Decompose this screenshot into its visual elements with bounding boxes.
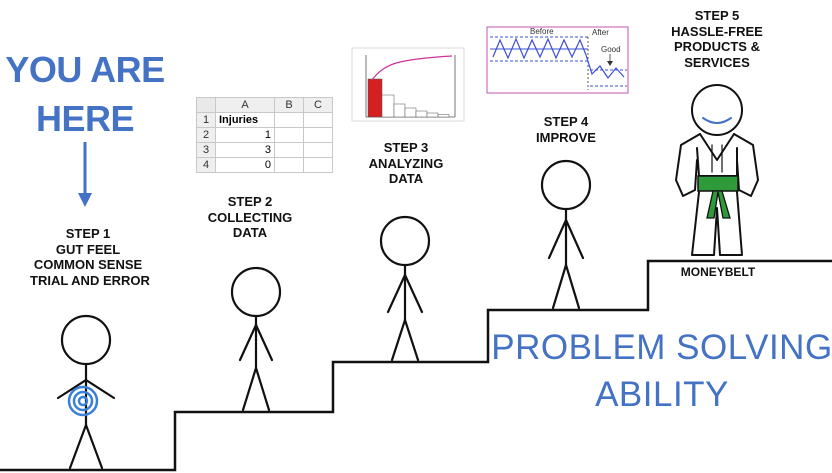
staircase: [0, 259, 832, 472]
control-chart-thumbnail: [486, 26, 629, 94]
column-header: B: [274, 97, 304, 113]
step2-label: STEP 2 COLLECTING DATA: [200, 194, 300, 241]
step4-title: STEP 4: [543, 114, 589, 129]
row-header: 3: [196, 142, 216, 158]
column-header: A: [215, 97, 275, 113]
step1-label: STEP 1 GUT FEEL COMMON SENSE TRIAL AND E…: [30, 226, 150, 288]
step5-line: HASSLE-FREE: [671, 23, 763, 39]
step1-line: TRIAL AND ERROR: [30, 272, 150, 288]
step2-line: COLLECTING: [207, 209, 293, 225]
ability-line1: PROBLEM SOLVING: [491, 328, 832, 367]
moneybelt-label: MONEYBELT: [680, 265, 756, 279]
gut-feel-icon: [67, 385, 99, 417]
table-cell: 3: [215, 142, 275, 158]
down-arrow-icon: [78, 142, 92, 207]
karate-figure-step5: [675, 84, 759, 256]
control-before-label: Before: [530, 27, 554, 36]
step3-title: STEP 3: [383, 140, 429, 155]
control-after-label: After: [592, 28, 609, 37]
step4-label: STEP 4 IMPROVE: [516, 114, 616, 145]
you-are-here-label: YOU ARE HERE: [2, 46, 168, 143]
row-header: 4: [196, 157, 216, 173]
table-cell: [274, 112, 304, 128]
step1-title: STEP 1: [65, 226, 111, 241]
table-cell: 1: [215, 127, 275, 143]
green-belt-icon: [697, 175, 739, 219]
step5-line: SERVICES: [684, 54, 750, 70]
stick-figure-step2: [230, 266, 282, 412]
table-row: 4 0: [196, 157, 333, 173]
step2-line: DATA: [232, 225, 268, 241]
table-row: 2 1: [196, 127, 333, 143]
step4-line: IMPROVE: [536, 129, 596, 145]
column-header: C: [303, 97, 333, 113]
step5-line: PRODUCTS &: [674, 39, 760, 55]
you-are-here-line1: YOU ARE: [5, 49, 165, 90]
table-cell: [303, 112, 333, 128]
stick-figure-step3: [379, 215, 431, 362]
step1-line: GUT FEEL: [55, 241, 121, 257]
control-good-label: Good: [601, 45, 621, 54]
table-row: 3 3: [196, 142, 333, 158]
step3-line: ANALYZING: [368, 155, 444, 171]
row-header: 2: [196, 127, 216, 143]
pareto-chart-thumbnail: [351, 47, 465, 122]
table-cell: [274, 157, 304, 173]
table-cell: Injuries: [215, 112, 275, 128]
step5-title: STEP 5: [694, 8, 740, 23]
ability-line2: ABILITY: [595, 375, 729, 415]
table-cell: [303, 127, 333, 143]
row-header: 1: [196, 112, 216, 128]
spreadsheet-thumbnail: A B C 1 Injuries 2 1 3 3 4 0: [196, 97, 333, 173]
step3-label: STEP 3 ANALYZING DATA: [350, 140, 462, 187]
table-cell: [274, 142, 304, 158]
table-cell: [303, 142, 333, 158]
table-cell: 0: [215, 157, 275, 173]
step3-line: DATA: [388, 171, 424, 187]
problem-solving-ability-label: PROBLEM SOLVING ABILITY: [486, 324, 832, 419]
spreadsheet-header-row: A B C: [196, 97, 333, 113]
table-row: 1 Injuries: [196, 112, 333, 128]
step2-title: STEP 2: [227, 194, 273, 209]
table-cell: [303, 157, 333, 173]
you-are-here-line2: HERE: [35, 97, 135, 139]
stick-figure-step4: [540, 159, 592, 310]
table-cell: [274, 127, 304, 143]
step5-label: STEP 5 HASSLE-FREE PRODUCTS & SERVICES: [662, 8, 772, 70]
step1-line: COMMON SENSE: [33, 257, 143, 273]
spreadsheet-corner: [196, 97, 216, 113]
